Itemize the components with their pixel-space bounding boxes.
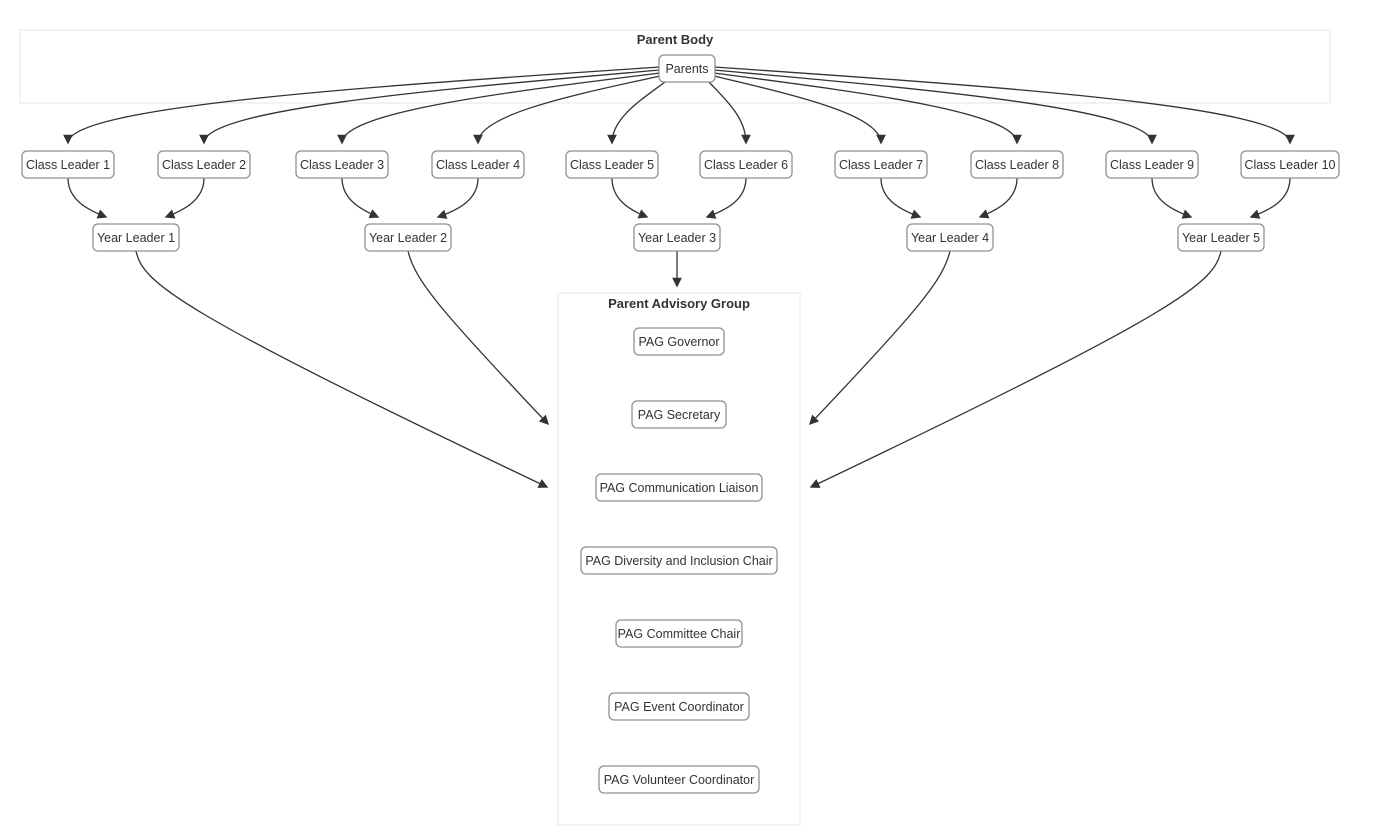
node-class-leader-5-box: [565, 150, 659, 179]
node-class-leader-3-label: Class Leader 3: [300, 158, 384, 172]
edge-year-leader-1-pag: [135, 250, 549, 488]
node-class-leader-8: Class Leader 8: [970, 150, 1064, 179]
node-class-leader-4: Class Leader 4: [431, 150, 525, 179]
node-parents-label: Parents: [665, 62, 708, 76]
node-year-leader-5-box: [1177, 223, 1265, 252]
node-class-leader-8-label: Class Leader 8: [975, 158, 1059, 172]
edge-parents-class-leader-6: [708, 81, 751, 145]
node-class-leader-7-box: [834, 150, 928, 179]
node-pag-event-coordinator-label: PAG Event Coordinator: [614, 700, 744, 714]
node-class-leader-9: Class Leader 9: [1105, 150, 1199, 179]
node-year-leader-4-box: [906, 223, 994, 252]
node-pag-volunteer-coordinator-box: [598, 765, 760, 794]
edges-year-leaders-to-pag: [135, 250, 1222, 488]
node-pag-committee-chair-label: PAG Committee Chair: [618, 627, 741, 641]
edge-parents-class-leader-4: [473, 75, 661, 145]
node-pag-diversity-inclusion-chair-box: [580, 546, 778, 575]
edge-parents-class-leader-8: [713, 72, 1022, 145]
edge-class-leader-10-year-leader-5: [1249, 177, 1291, 219]
node-class-leader-1-box: [21, 150, 115, 179]
node-class-leader-2: Class Leader 2: [157, 150, 251, 179]
node-pag-event-coordinator: PAG Event Coordinator: [608, 692, 750, 721]
node-year-leader-1-box: [92, 223, 180, 252]
node-class-leader-4-label: Class Leader 4: [436, 158, 520, 172]
edge-class-leader-5-year-leader-3: [611, 177, 649, 219]
node-pag-committee-chair-box: [615, 619, 743, 648]
node-class-leader-9-box: [1105, 150, 1199, 179]
node-class-leader-8-box: [970, 150, 1064, 179]
node-year-leader-4: Year Leader 4: [906, 223, 994, 252]
node-class-leader-5: Class Leader 5: [565, 150, 659, 179]
node-class-leader-1-label: Class Leader 1: [26, 158, 110, 172]
node-class-leader-2-label: Class Leader 2: [162, 158, 246, 172]
subgraph-parent-body-title: Parent Body: [637, 32, 714, 47]
node-class-leader-6: Class Leader 6: [699, 150, 793, 179]
edge-class-leader-4-year-leader-2: [436, 177, 479, 219]
edge-parents-class-leader-10: [713, 66, 1295, 145]
node-parents-box: [658, 54, 716, 83]
edge-class-leader-1-year-leader-1: [67, 177, 108, 219]
node-pag-secretary-label: PAG Secretary: [638, 408, 721, 422]
node-year-leader-3-label: Year Leader 3: [638, 231, 716, 245]
node-pag-communication-liaison: PAG Communication Liaison: [595, 473, 763, 502]
node-year-leader-2: Year Leader 2: [364, 223, 452, 252]
node-class-leader-10-label: Class Leader 10: [1244, 158, 1335, 172]
node-pag-diversity-inclusion-chair: PAG Diversity and Inclusion Chair: [580, 546, 778, 575]
node-year-leader-3: Year Leader 3: [633, 223, 721, 252]
node-year-leader-4-label: Year Leader 4: [911, 231, 989, 245]
node-class-leader-10: Class Leader 10: [1240, 150, 1340, 179]
node-pag-secretary: PAG Secretary: [631, 400, 727, 429]
node-class-leader-4-box: [431, 150, 525, 179]
edge-class-leader-6-year-leader-3: [705, 177, 747, 219]
node-pag-volunteer-coordinator: PAG Volunteer Coordinator: [598, 765, 760, 794]
node-class-leader-3: Class Leader 3: [295, 150, 389, 179]
edges-class-leaders-to-year-leaders: [67, 177, 1291, 219]
node-year-leader-3-box: [633, 223, 721, 252]
node-class-leader-9-label: Class Leader 9: [1110, 158, 1194, 172]
node-class-leader-6-box: [699, 150, 793, 179]
edge-parents-class-leader-1: [63, 66, 661, 145]
subgraph-parent-advisory-group-title: Parent Advisory Group: [608, 296, 750, 311]
node-parents: Parents: [658, 54, 716, 83]
edge-parents-class-leader-7: [713, 75, 886, 145]
node-class-leader-6-label: Class Leader 6: [704, 158, 788, 172]
edge-year-leader-2-pag: [407, 250, 550, 426]
node-year-leader-2-label: Year Leader 2: [369, 231, 447, 245]
edge-class-leader-3-year-leader-2: [341, 177, 380, 219]
node-year-leader-1: Year Leader 1: [92, 223, 180, 252]
node-pag-committee-chair: PAG Committee Chair: [615, 619, 743, 648]
node-pag-event-coordinator-box: [608, 692, 750, 721]
node-class-leader-2-box: [157, 150, 251, 179]
node-year-leader-2-box: [364, 223, 452, 252]
node-class-leader-7-label: Class Leader 7: [839, 158, 923, 172]
edge-class-leader-7-year-leader-4: [880, 177, 922, 219]
node-year-leader-5-label: Year Leader 5: [1182, 231, 1260, 245]
node-pag-volunteer-coordinator-label: PAG Volunteer Coordinator: [604, 773, 755, 787]
edge-year-leader-5-pag: [809, 250, 1222, 488]
node-class-leader-1: Class Leader 1: [21, 150, 115, 179]
edge-class-leader-8-year-leader-4: [978, 177, 1018, 219]
edge-class-leader-9-year-leader-5: [1151, 177, 1193, 219]
node-pag-communication-liaison-box: [595, 473, 763, 502]
node-pag-governor-box: [633, 327, 725, 356]
node-pag-diversity-inclusion-chair-label: PAG Diversity and Inclusion Chair: [585, 554, 772, 568]
node-class-leader-10-box: [1240, 150, 1340, 179]
node-pag-governor-label: PAG Governor: [638, 335, 719, 349]
node-class-leader-3-box: [295, 150, 389, 179]
node-year-leader-1-label: Year Leader 1: [97, 231, 175, 245]
node-class-leader-5-label: Class Leader 5: [570, 158, 654, 172]
edge-class-leader-2-year-leader-1: [164, 177, 205, 219]
edge-year-leader-4-pag: [808, 250, 951, 426]
node-class-leader-7: Class Leader 7: [834, 150, 928, 179]
edge-parents-class-leader-3: [337, 72, 661, 145]
node-year-leader-5: Year Leader 5: [1177, 223, 1265, 252]
edge-parents-class-leader-9: [713, 69, 1157, 145]
edge-parents-class-leader-5: [607, 81, 666, 145]
node-pag-secretary-box: [631, 400, 727, 429]
node-pag-communication-liaison-label: PAG Communication Liaison: [600, 481, 759, 495]
node-pag-governor: PAG Governor: [633, 327, 725, 356]
edge-parents-class-leader-2: [199, 69, 661, 145]
edges-parents-to-class-leaders: [63, 66, 1295, 145]
